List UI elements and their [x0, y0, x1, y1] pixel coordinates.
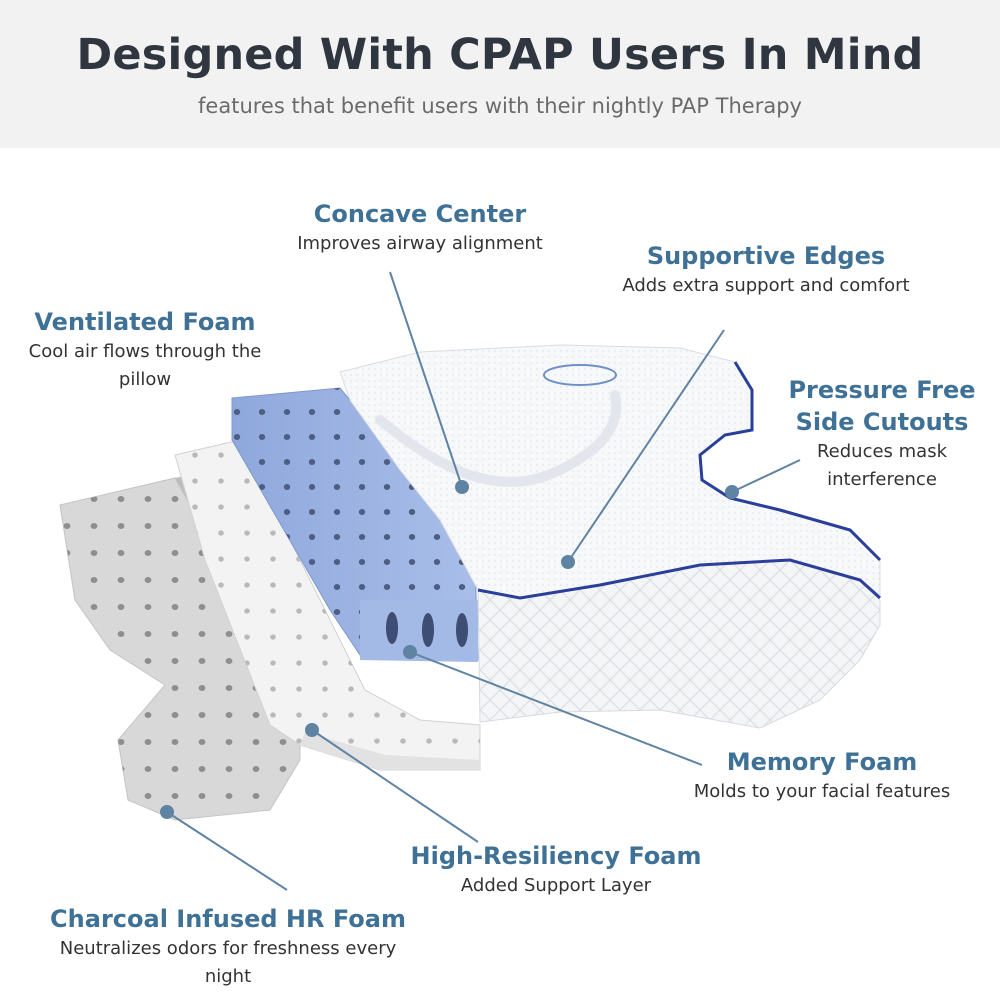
- page-title: Designed With CPAP Users In Mind: [76, 30, 924, 80]
- callout-title: Memory Foam: [726, 748, 918, 776]
- leader-charcoal: [166, 811, 288, 891]
- callout-desc: Reduces mask interference: [816, 441, 948, 490]
- leader-high-resiliency: [311, 729, 479, 843]
- dot-charcoal: [160, 805, 174, 819]
- callout-charcoal-hr: Charcoal Infused HR Foam Neutralizes odo…: [36, 903, 420, 991]
- header-band: Designed With CPAP Users In Mind feature…: [0, 0, 1000, 148]
- page-subtitle: features that benefit users with their n…: [198, 94, 802, 118]
- dot-concave-center: [455, 480, 469, 494]
- callout-desc: Cool air flows through the pillow: [28, 341, 262, 390]
- dot-supportive-edges: [561, 555, 575, 569]
- callout-title: Supportive Edges: [646, 242, 886, 270]
- high-resiliency-foam-layer: [174, 439, 481, 771]
- pillow-cover: [339, 344, 882, 729]
- callout-pressure-free: Pressure Free Side Cutouts Reduces mask …: [780, 374, 984, 494]
- callout-title: Charcoal Infused HR Foam: [50, 905, 406, 933]
- callout-desc: Added Support Layer: [460, 875, 652, 896]
- callout-high-resiliency: High-Resiliency Foam Added Support Layer: [386, 840, 726, 900]
- dot-high-resiliency: [305, 723, 319, 737]
- memory-foam-layer: [231, 387, 479, 662]
- brand-logo-icon: [543, 364, 617, 386]
- dot-memory-foam: [403, 645, 417, 659]
- callout-supportive-edges: Supportive Edges Adds extra support and …: [590, 240, 942, 300]
- leader-supportive-edges: [567, 329, 725, 563]
- dot-pressure-free: [725, 485, 739, 499]
- callout-concave-center: Concave Center Improves airway alignment: [260, 198, 580, 258]
- callout-title: Concave Center: [313, 200, 527, 228]
- leader-concave-center: [389, 271, 463, 488]
- callout-desc: Molds to your facial features: [693, 781, 951, 802]
- callout-title: Ventilated Foam: [34, 308, 256, 336]
- callout-desc: Improves airway alignment: [297, 233, 543, 254]
- callout-title: Pressure Free Side Cutouts: [788, 376, 976, 436]
- leader-memory-foam: [409, 651, 703, 766]
- callout-memory-foam: Memory Foam Molds to your facial feature…: [660, 746, 984, 806]
- leader-pressure-free: [731, 459, 801, 493]
- callout-title: High-Resiliency Foam: [410, 842, 702, 870]
- leader-lines: [160, 271, 801, 891]
- callout-desc: Neutralizes odors for freshness every ni…: [59, 938, 397, 987]
- callout-ventilated-foam: Ventilated Foam Cool air flows through t…: [20, 306, 270, 394]
- callout-desc: Adds extra support and comfort: [622, 275, 910, 296]
